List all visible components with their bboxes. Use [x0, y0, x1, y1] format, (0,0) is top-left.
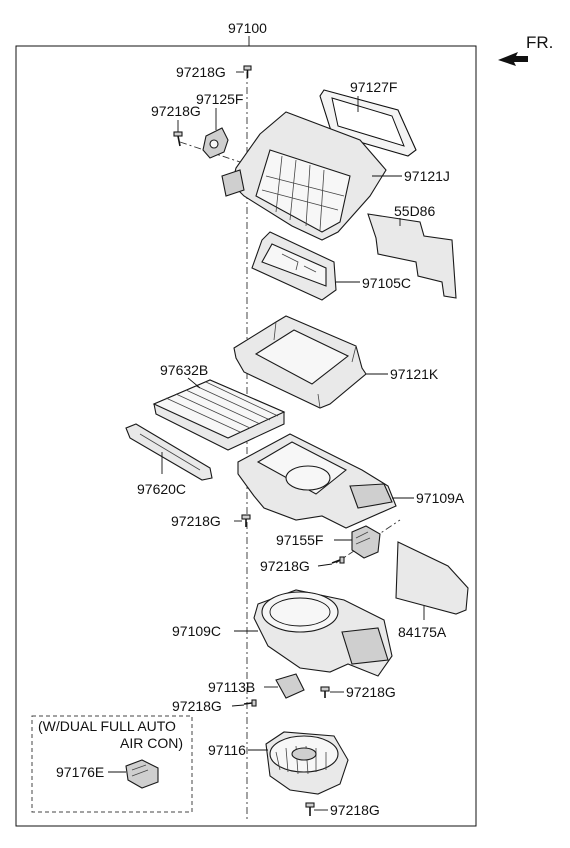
upper-case	[237, 433, 397, 529]
label-screw-module: 97218G	[172, 698, 222, 714]
label-intake-case: 97121J	[404, 168, 450, 184]
auto-module	[125, 759, 159, 789]
assembly-frame	[15, 45, 477, 827]
resistor-axis	[335, 519, 401, 564]
seal-ring	[319, 89, 417, 157]
screw-bottom	[305, 802, 315, 816]
screw-mid	[241, 514, 251, 527]
label-insulator: 84175A	[398, 624, 447, 640]
label-seal-top: 97127F	[350, 79, 397, 95]
orientation-label: FR.	[526, 33, 553, 52]
label-screw-mid: 97218G	[171, 513, 221, 529]
screw-lower-case	[320, 686, 330, 698]
label-filter-cover: 97620C	[137, 481, 186, 497]
intake-case	[221, 111, 387, 241]
label-filter: 97632B	[160, 362, 208, 378]
label-screw-bottom: 97218G	[330, 802, 380, 818]
label-gasket: 55D86	[394, 203, 435, 219]
filter-cover	[125, 423, 213, 481]
screw-module	[243, 699, 257, 707]
assembly-number: 97100	[228, 20, 267, 36]
inset-note-line-1: (W/DUAL FULL AUTO	[38, 718, 176, 734]
label-auto-module: 97176E	[56, 764, 104, 780]
label-lower-case: 97109C	[172, 623, 221, 639]
label-resistor: 97155F	[276, 532, 323, 548]
module	[275, 673, 305, 699]
cover	[251, 231, 337, 301]
label-screw-actuator: 97218G	[151, 103, 201, 119]
gasket-sheet	[367, 213, 457, 299]
filter-frame	[233, 315, 367, 409]
label-screw-lower-case: 97218G	[346, 684, 396, 700]
label-actuator: 97125F	[196, 91, 243, 107]
label-cover: 97105C	[362, 275, 411, 291]
label-module: 97113B	[208, 679, 255, 695]
screw-top	[243, 65, 252, 78]
inset-note-line-2: AIR CON)	[120, 735, 183, 751]
label-screw-top: 97218G	[176, 64, 226, 80]
lower-case	[253, 589, 393, 677]
label-filter-frame: 97121K	[390, 366, 439, 382]
label-blower-motor: 97116	[208, 742, 246, 758]
screw-actuator	[173, 131, 183, 147]
inset-frame	[31, 715, 193, 813]
blower-motor	[265, 731, 349, 795]
screw-resistor	[331, 556, 345, 564]
resistor	[351, 525, 381, 559]
air-filter	[152, 379, 286, 451]
actuator	[202, 127, 229, 159]
insulator-sheet	[395, 541, 469, 615]
label-upper-case: 97109A	[416, 490, 465, 506]
front-direction-arrow-icon	[498, 52, 528, 66]
label-screw-resistor: 97218G	[260, 558, 310, 574]
